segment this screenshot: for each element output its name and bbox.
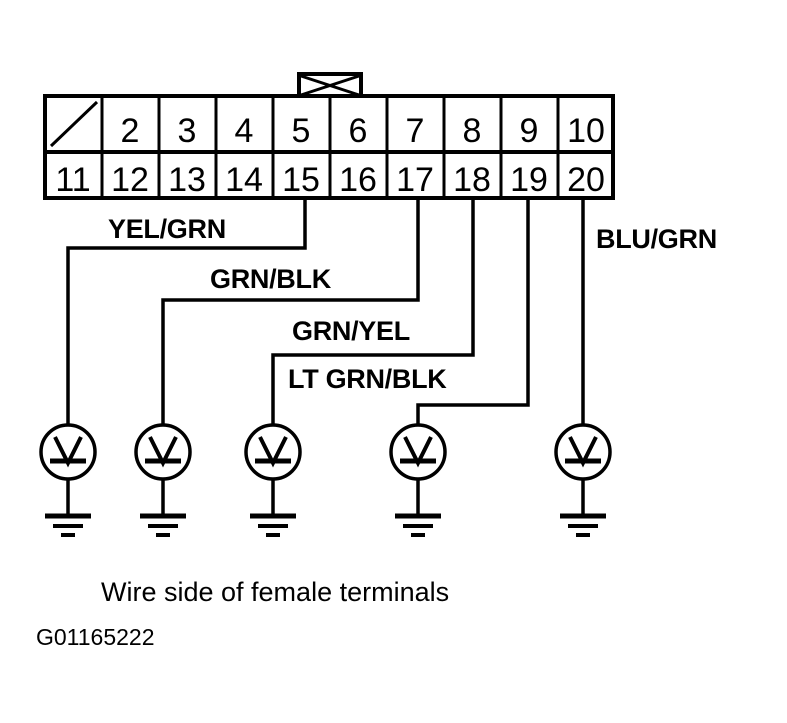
ground-icon [560,513,606,537]
wire-path-grn-yel [271,196,475,427]
pin-label-3: 3 [178,112,197,150]
ground-icon [395,513,441,537]
pin-label-2: 2 [121,112,140,150]
wire-label-lt-grn-blk: LT GRN/BLK [288,364,447,394]
pin-label-20: 20 [567,161,605,199]
wire-path-grn-blk [161,196,420,427]
ground-icon [45,513,91,537]
pin-label-19: 19 [510,161,548,199]
meter-5 [554,423,612,537]
connector-locking-tab [297,72,363,99]
pin-label-6: 6 [349,112,368,150]
pin-label-9: 9 [520,112,539,150]
connector-top-row-pins: 2 3 4 5 6 7 8 9 10 [121,112,605,150]
pin-label-12: 12 [111,161,149,199]
pin-label-5: 5 [292,112,311,150]
wire-label-grn-yel: GRN/YEL [292,316,410,346]
wire-path-yel-grn [66,196,307,427]
ground-icon [140,513,186,537]
meter-4 [389,423,447,537]
pin-label-16: 16 [339,161,377,199]
pin-label-4: 4 [235,112,254,150]
pin-label-11: 11 [55,161,90,199]
voltmeter-icon [244,423,302,481]
pin-label-13: 13 [168,161,206,199]
connector-bottom-row-pins: 11 12 13 14 15 16 17 18 19 20 [55,161,605,199]
meter-1 [39,423,97,537]
pin-label-14: 14 [225,161,263,199]
pin-label-17: 17 [396,161,434,199]
pin-label-15: 15 [282,161,320,199]
meter-2 [134,423,192,537]
pin-label-7: 7 [406,112,425,150]
pin-label-8: 8 [463,112,482,150]
wire-color-labels: YEL/GRN GRN/BLK GRN/YEL LT GRN/BLK BLU/G… [108,214,717,394]
ground-icon [250,513,296,537]
wire-label-grn-blk: GRN/BLK [210,264,332,294]
wire-paths [66,196,585,427]
voltmeter-icon [39,423,97,481]
wire-label-yel-grn: YEL/GRN [108,214,226,244]
pin-label-18: 18 [453,161,491,199]
wire-label-blu-grn: BLU/GRN [596,224,717,254]
voltmeter-icon [389,423,447,481]
connector-body [43,94,615,200]
wire-path-lt-grn-blk [416,196,530,427]
blank-terminal-slash [49,100,99,148]
meter-3 [244,423,302,537]
voltmeter-icon [134,423,192,481]
pin-label-10: 10 [567,112,605,150]
voltmeter-icon [554,423,612,481]
figure-id: G01165222 [36,624,155,650]
diagram-caption: Wire side of female terminals [101,577,449,607]
